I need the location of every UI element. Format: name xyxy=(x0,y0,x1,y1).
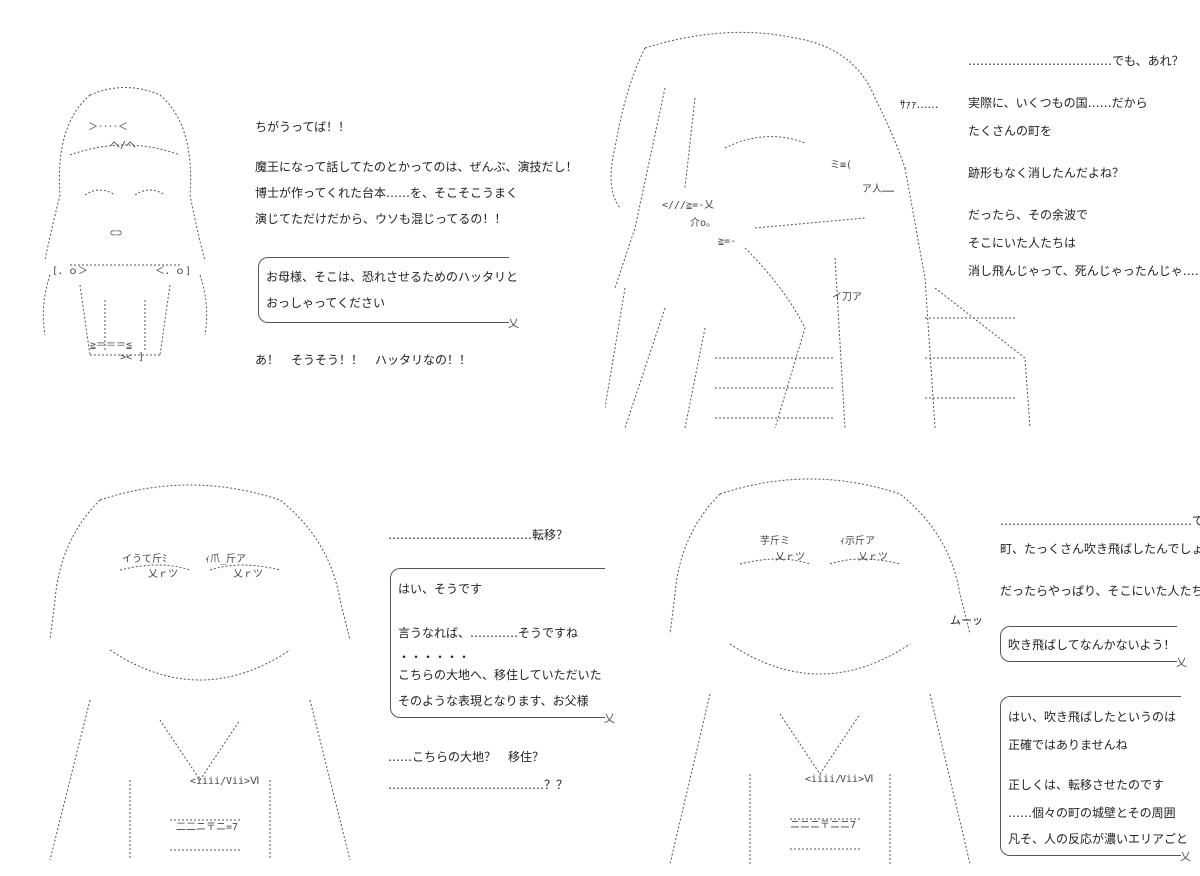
aa-figure-girl-1 xyxy=(30,85,220,375)
aa-fragment: 介o。 xyxy=(690,218,717,229)
aa-fragment: ≧＝＝＝≦ xyxy=(90,340,133,351)
aa-figure-girl-3 xyxy=(40,480,370,870)
bubble-line: お母様、そこは、恐れさせるためのハッタリと xyxy=(266,270,519,284)
bubble-line: 言うなれば、…………そうですね xyxy=(398,626,579,640)
aa-fragment: ⊂⊃ xyxy=(110,228,123,239)
bubble-line: ……個々の町の城壁とその周囲 xyxy=(1008,806,1176,820)
aa-fragment: >< ] xyxy=(120,352,145,363)
dialogue-line: ………………………………でも、あれ？ xyxy=(968,54,1184,68)
aa-fragment: 二二ニ〒ニ=7 xyxy=(176,822,239,833)
bubble-line: ・・・・・・ xyxy=(398,650,471,664)
aa-fragment: [．ｏ＞ xyxy=(52,266,89,277)
aa-fragment: ｨ爪_斤ア xyxy=(205,554,247,565)
aa-fragment: 乂ｒツ xyxy=(858,552,888,563)
speech-bubble xyxy=(1000,696,1191,864)
dialogue-line: ちがうってば！！ xyxy=(255,120,351,134)
dialogue-line: あ！ そうそう！！ ハッタリなの！！ xyxy=(255,353,472,367)
bubble-line: おっしゃってください xyxy=(266,296,386,310)
dialogue-line: 博士が作ってくれた台本……を、そこそこうまく xyxy=(255,186,519,200)
speech-bubble xyxy=(1000,626,1187,670)
aa-figure-girl-4 xyxy=(660,474,990,870)
panel-2: イ刀ア ア人…… ミ≡( <///≧=-乂 介o。 ≧=- ｻｧｧ…… …………… xyxy=(600,0,1200,440)
sound-effect: ムーッ xyxy=(950,614,983,627)
dialogue-line: たくさんの町を xyxy=(968,124,1053,138)
aa-fragment: ｨ示斤ア xyxy=(840,536,875,547)
dialogue-line: 実際に、いくつもの国……だから xyxy=(968,96,1148,110)
aa-fragment: ア人…… xyxy=(862,184,895,195)
aa-fragment: Vii>Ⅵ xyxy=(226,776,260,787)
speech-bubble xyxy=(390,568,615,726)
aa-fragment: ≧=- xyxy=(718,236,737,247)
aa-figure-girl-2 xyxy=(605,28,1035,433)
dialogue-line: 演じてただけだから、ウソも混じってるの！！ xyxy=(255,212,507,226)
dialogue-line: そこにいた人たちは xyxy=(968,236,1077,250)
dialogue-line: だったらやっぱり、そこにいた人たちが xyxy=(1000,584,1200,598)
aa-fragment: ミ≡( xyxy=(830,160,853,171)
aa-fragment: ニニニ〒ニニ7 xyxy=(790,820,857,831)
dialogue-line: 跡形もなく消したんだよね？ xyxy=(968,166,1125,180)
panel-3: イうて斤ﾐ ｨ爪_斤ア 乂ｒツ 乂ｒツ <iiii/ Vii>Ⅵ 二二ニ〒ニ=7… xyxy=(0,440,615,876)
aa-fragment: 乂ｒツ xyxy=(148,569,178,580)
dialogue-line: 消し飛んじゃって、死んじゃったんじゃ…… xyxy=(968,264,1200,278)
bubble-line: そのような表現となります、お父様 xyxy=(398,694,589,708)
bubble-line: 吹き飛ばしてなんかないよう！ xyxy=(1008,638,1176,652)
dialogue-line: ……こちらの大地？ 移住？ xyxy=(388,750,545,764)
aa-fragment: ヘ/ヘ xyxy=(110,140,137,151)
sound-effect: ｻｧｧ…… xyxy=(900,98,939,111)
aa-fragment: <iiii/ xyxy=(805,774,842,785)
aa-fragment: イ刀ア xyxy=(832,292,862,303)
dialogue-line: ………………………………転移？ xyxy=(388,528,569,542)
dialogue-line: 町、たっくさん吹き飛ばしたんでしょ？ xyxy=(1000,542,1200,556)
aa-fragment: <iiii/ xyxy=(190,776,227,787)
bubble-line: 正しくは、転移させたのです xyxy=(1008,778,1165,792)
dialogue-line: だったら、その余波で xyxy=(968,208,1089,222)
bubble-line: 凡そ、人の反応が濃いエリアごと xyxy=(1008,832,1189,846)
bubble-line: 正確ではありませんね xyxy=(1008,738,1128,752)
panel-1: ＞‥‥＜ ヘ/ヘ ⊂⊃ [．ｏ＞ ＜．ｏ] >< ] ≧＝＝＝≦ ちがうってば！… xyxy=(0,0,600,440)
aa-fragment: 乂ｒツ xyxy=(775,552,805,563)
aa-fragment: Vii>Ⅵ xyxy=(840,774,874,785)
bubble-line: はい、吹き飛ばしたというのは xyxy=(1008,710,1177,724)
aa-fragment: ＞‥‥＜ xyxy=(88,122,128,133)
dialogue-line: …………………………………？？ xyxy=(388,778,569,792)
aa-fragment: 乂ｒツ xyxy=(233,569,263,580)
speech-bubble xyxy=(258,257,519,331)
bubble-line: こちらの大地へ、移住していただいた xyxy=(398,668,602,682)
aa-fragment: ＜．ｏ] xyxy=(155,266,192,277)
panel-4: 芋斤ミ ｨ示斤ア 乂ｒツ 乂ｒツ <iiii/ Vii>Ⅵ ニニニ〒ニニ7 ムー… xyxy=(600,440,1200,876)
dialogue-line: 魔王になって話してたのとかってのは、ぜんぶ、演技だし！ xyxy=(255,160,578,174)
aa-fragment: イうて斤ﾐ xyxy=(122,554,167,565)
aa-fragment: <///≧=-乂 xyxy=(662,200,715,211)
aa-fragment: 芋斤ミ xyxy=(760,536,790,547)
bubble-line: はい、そうです xyxy=(398,582,483,596)
dialogue-line: …………………………………………でも xyxy=(1000,514,1200,528)
